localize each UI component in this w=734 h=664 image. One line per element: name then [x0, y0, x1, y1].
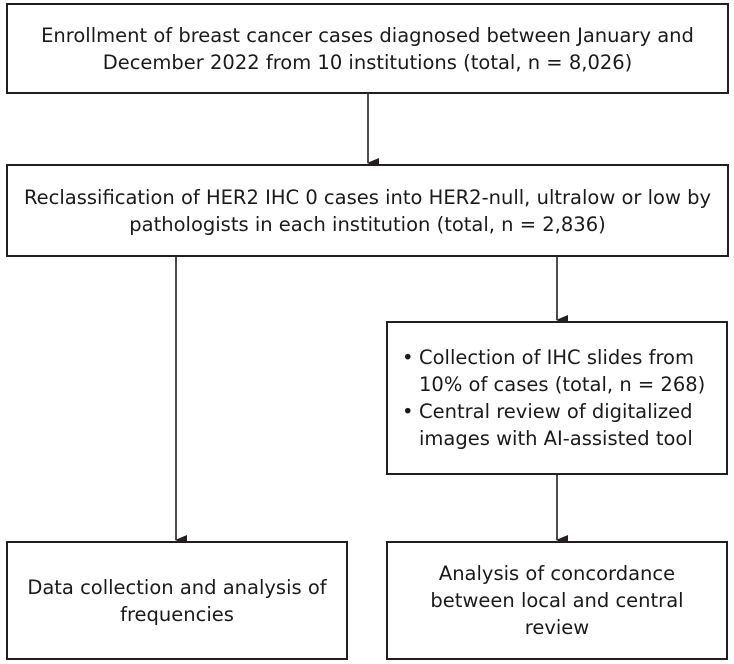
enrollment-text: Enrollment of breast cancer cases diagno… [41, 23, 694, 74]
list-item: Central review of digitalized images wit… [402, 398, 716, 452]
central-review-list: Collection of IHC slides from 10% of cas… [388, 344, 726, 452]
data-collection-text: Data collection and analysis of frequenc… [27, 575, 327, 626]
data-collection-box: Data collection and analysis of frequenc… [6, 541, 348, 660]
enrollment-box: Enrollment of breast cancer cases diagno… [6, 3, 729, 94]
concordance-box: Analysis of concordance between local an… [386, 541, 728, 660]
reclassification-box: Reclassification of HER2 IHC 0 cases int… [6, 164, 729, 257]
list-item: Collection of IHC slides from 10% of cas… [402, 344, 716, 398]
reclassification-text: Reclassification of HER2 IHC 0 cases int… [23, 185, 712, 236]
central-review-box: Collection of IHC slides from 10% of cas… [386, 321, 728, 475]
concordance-text: Analysis of concordance between local an… [430, 562, 684, 639]
